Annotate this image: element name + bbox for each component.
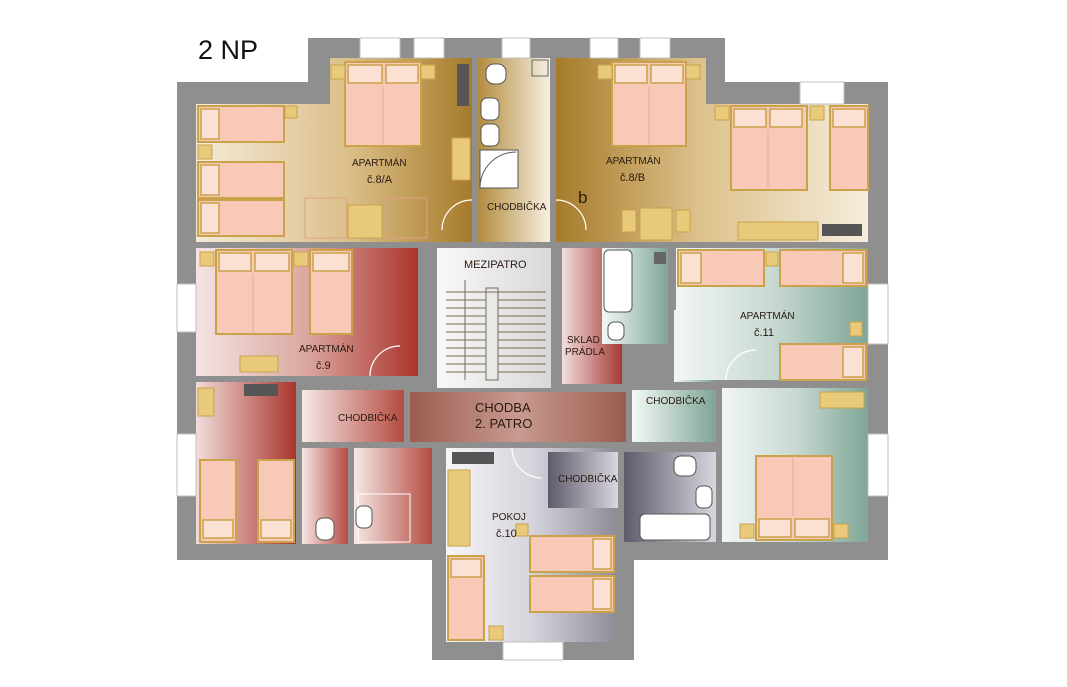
room-10-label: POKOJ — [492, 512, 526, 523]
sklad-label: SKLAD — [567, 335, 600, 346]
apt-9-number: č.9 — [316, 360, 331, 372]
bathroom-8-fixtures — [479, 59, 549, 189]
hall-room-10 — [548, 452, 618, 508]
staircase — [446, 280, 546, 381]
door-apt-9 — [369, 345, 401, 377]
apt-11-label: APARTMÁN — [740, 309, 795, 322]
hall-8-label: CHODBIČKA — [487, 200, 547, 213]
beds-apt-11-bedroom — [739, 391, 865, 541]
bathroom-11-fixtures — [603, 249, 666, 341]
hall-apt-11 — [632, 390, 716, 442]
beds-apt-9 — [199, 249, 353, 373]
bathroom-10-fixtures — [639, 455, 713, 541]
wc-9-fixtures — [315, 517, 335, 541]
corridor-label-2: 2. PATRO — [475, 416, 532, 431]
apt-8b-label: APARTMÁN — [606, 154, 661, 167]
floor-title: 2 NP — [198, 35, 258, 65]
stair-hall — [437, 248, 551, 388]
apt-8a-label: APARTMÁN — [352, 156, 407, 169]
door-apt-8b — [555, 199, 587, 231]
mark-b: b — [578, 188, 587, 207]
windows — [176, 37, 889, 661]
beds-apt-11 — [677, 249, 867, 381]
apt-11-number: č.11 — [754, 327, 774, 339]
door-apt-11 — [725, 349, 757, 381]
hall-apt-9 — [302, 390, 404, 442]
door-room-10 — [511, 447, 543, 479]
hall-10-label: CHODBIČKA — [558, 472, 618, 485]
mezipatro-label: MEZIPATRO — [464, 259, 527, 271]
hall-apt-8 — [478, 190, 550, 242]
apt-8b-number: č.8/B — [620, 172, 645, 184]
corridor-label: CHODBA — [475, 400, 531, 415]
apt-8a-number: č.8/A — [367, 174, 393, 186]
beds-room-10 — [447, 452, 615, 641]
hall-11-label: CHODBIČKA — [646, 394, 706, 407]
apt-9-label: APARTMÁN — [299, 342, 354, 355]
beds-apt-8b — [597, 61, 869, 241]
hall-9-label: CHODBIČKA — [338, 411, 398, 424]
main-corridor — [410, 392, 626, 442]
beds-apt-8a — [197, 61, 471, 239]
door-apt-8a — [441, 199, 473, 231]
bathroom-apt-9 — [354, 448, 432, 544]
beds-apt-9-bedroom — [197, 384, 295, 543]
bathroom-9-fixtures — [355, 493, 411, 543]
room-10-number: č.10 — [496, 528, 517, 540]
sklad-label-2: PRÁDLA — [565, 345, 605, 358]
